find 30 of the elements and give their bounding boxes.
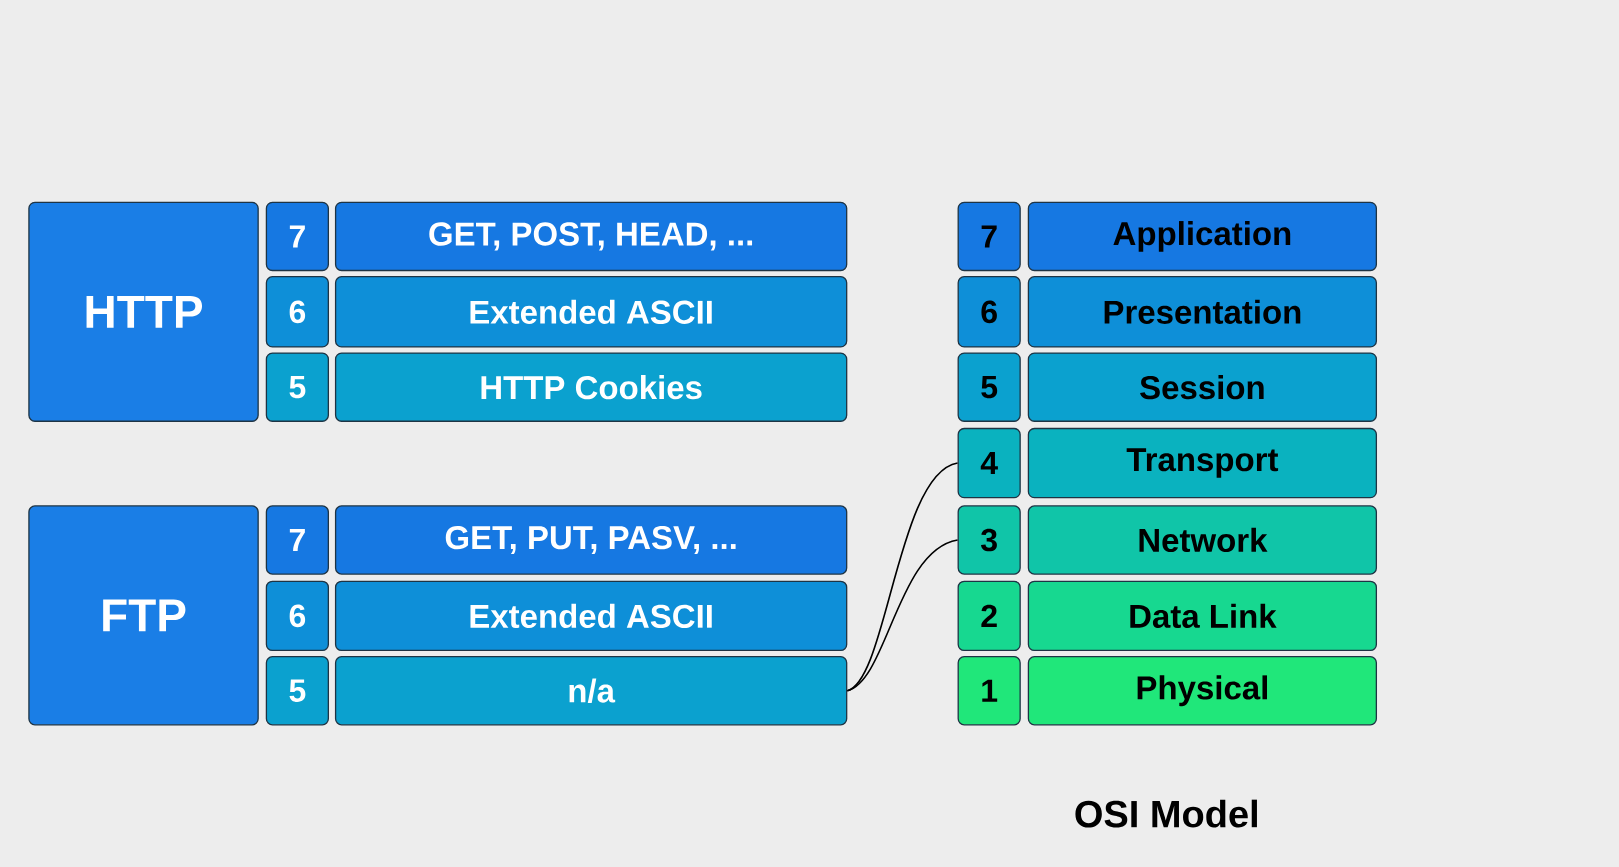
layer-number-box: 6 <box>265 276 329 348</box>
layer-number-box: 1 <box>957 656 1021 726</box>
caption: OSI Model <box>1075 799 1257 828</box>
layer-number-box: 2 <box>957 580 1021 652</box>
layer-number-box: 6 <box>957 276 1021 348</box>
layer-box: n/a <box>334 656 848 726</box>
layer-box: Extended ASCII <box>334 580 848 652</box>
layer-box: Transport <box>1027 427 1377 499</box>
layer-box: GET, PUT, PASV, ... <box>334 505 848 575</box>
layer-box: Application <box>1027 201 1377 272</box>
hand-drawn-line <box>846 539 959 692</box>
layer-box: HTTP Cookies <box>334 352 848 422</box>
protocol-box: HTTP <box>28 201 259 422</box>
layer-box: GET, POST, HEAD, ... <box>334 201 848 272</box>
layer-box: Session <box>1027 352 1377 422</box>
layer-number-box: 5 <box>265 352 329 422</box>
protocol-box: FTP <box>28 505 259 726</box>
layer-box: Extended ASCII <box>334 276 848 348</box>
layer-number-box: 5 <box>265 656 329 726</box>
layer-number-box: 4 <box>957 427 1021 499</box>
layer-number-box: 7 <box>265 201 329 272</box>
layer-number-box: 6 <box>265 580 329 652</box>
layer-box: Presentation <box>1027 276 1377 348</box>
layer-box: Physical <box>1027 656 1377 726</box>
layer-number-box: 7 <box>265 505 329 575</box>
layer-number-box: 5 <box>957 352 1021 422</box>
layer-number-box: 7 <box>957 201 1021 272</box>
layer-number-box: 3 <box>957 505 1021 575</box>
layer-box: Network <box>1027 505 1377 575</box>
layer-box: Data Link <box>1027 580 1377 652</box>
